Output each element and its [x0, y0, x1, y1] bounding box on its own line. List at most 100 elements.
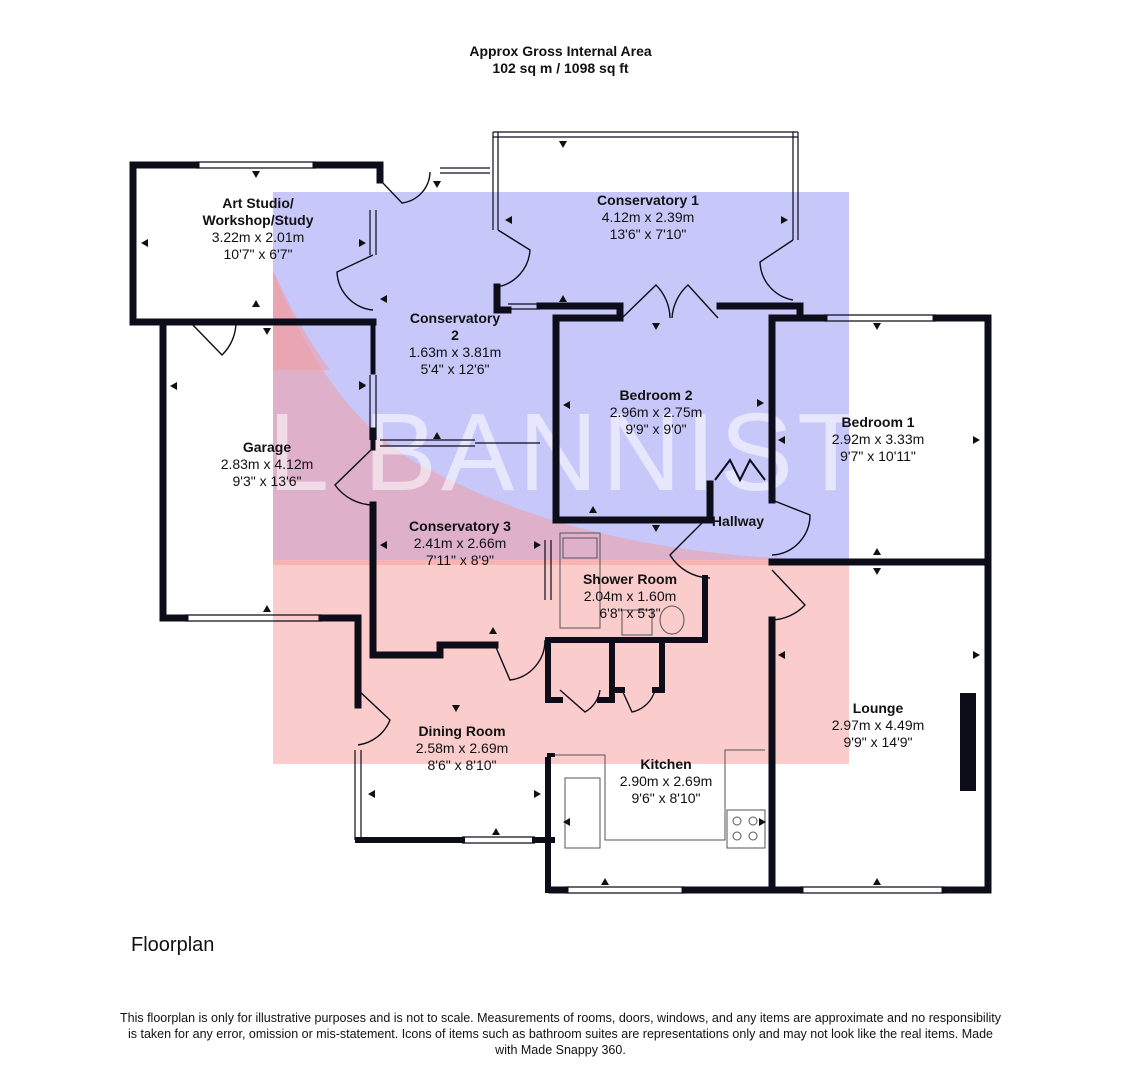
wall-conservatory-3-left	[369, 501, 499, 659]
basin	[621, 609, 653, 636]
door-dining-room	[357, 689, 391, 746]
fixtures	[555, 532, 766, 849]
room-dimension-imperial: 9'6" x 8'10"	[632, 790, 701, 806]
hallway-bifold	[714, 458, 766, 483]
wall-cupboards	[545, 637, 665, 703]
room-name: Conservatory	[410, 310, 500, 326]
watermark-pink-block	[273, 560, 849, 764]
window-conservatory-2-slide	[380, 439, 540, 447]
arrow	[559, 141, 567, 148]
toilet	[659, 605, 685, 635]
area-title: Approx Gross Internal Area	[469, 43, 652, 59]
wall-bedroom-1	[768, 314, 992, 566]
door-art-studio	[189, 321, 237, 356]
door-lounge	[771, 569, 806, 621]
room-dimension-metric: 2.41m x 2.66m	[414, 535, 507, 551]
arrow	[433, 432, 441, 439]
room-dimension-imperial: 6'8" x 5'3"	[599, 605, 660, 621]
room-dimension-imperial: 9'9" x 14'9"	[844, 734, 913, 750]
room-dimension-imperial: 7'11" x 8'9"	[426, 552, 494, 568]
window-conservatory-1-left	[492, 132, 499, 230]
door-shower-room	[669, 519, 711, 579]
window-bedroom-2-left	[508, 303, 540, 310]
room-name: Shower Room	[583, 571, 677, 587]
room-dimension-metric: 2.04m x 1.60m	[584, 588, 677, 604]
room-dimension-metric: 2.83m x 4.12m	[221, 456, 314, 472]
wall-garage-left	[159, 318, 189, 622]
window-lounge	[800, 886, 945, 894]
arrow	[563, 401, 570, 409]
shower-head	[562, 537, 598, 559]
arrow	[452, 705, 460, 712]
room-name: Garage	[243, 439, 291, 455]
arrow	[505, 216, 512, 224]
arrow	[778, 436, 785, 444]
door-bedroom-1	[771, 499, 811, 556]
room-dimension-metric: 4.12m x 2.39m	[602, 209, 695, 225]
arrow	[652, 525, 660, 532]
room-name: Conservatory 1	[597, 192, 699, 208]
arrow	[873, 548, 881, 555]
hob-ring	[732, 816, 742, 826]
window-shower-room	[544, 540, 552, 600]
room-dimension-imperial: 8'6" x 8'10"	[428, 757, 497, 773]
arrow	[534, 790, 541, 798]
room-name: Hallway	[712, 513, 764, 529]
room-dimension-metric: 2.92m x 3.33m	[832, 431, 925, 447]
door-garage	[334, 447, 374, 506]
room-name: Kitchen	[640, 756, 691, 772]
arrow	[534, 541, 541, 549]
arrow	[778, 651, 785, 659]
windows	[185, 131, 945, 894]
arrow	[759, 818, 766, 826]
dimension-arrows	[141, 141, 980, 885]
door-conservatory-1-right	[759, 239, 794, 301]
arrow	[973, 651, 980, 659]
floorplan-label: Floorplan	[131, 934, 215, 956]
room-name: Workshop/Study	[203, 212, 314, 228]
arrow	[973, 436, 980, 444]
door-cupboard-2	[621, 689, 656, 713]
room-dimension-metric: 2.90m x 2.69m	[620, 773, 713, 789]
hob-ring	[748, 816, 758, 826]
window-art-studio	[196, 161, 316, 169]
arrow	[563, 818, 570, 826]
room-name: Conservatory 3	[409, 518, 511, 534]
window-dining-left	[354, 750, 362, 840]
hob-ring	[732, 831, 742, 841]
wall-art-studio	[129, 161, 377, 326]
room-dimension-metric: 2.97m x 4.49m	[832, 717, 925, 733]
wall-shower-room	[545, 575, 708, 643]
arrow	[781, 216, 788, 224]
arrow	[380, 541, 387, 549]
arrow	[380, 295, 387, 303]
walls	[129, 161, 992, 894]
arrow	[141, 239, 148, 247]
lounge-fireplace	[960, 693, 976, 791]
room-name: Dining Room	[418, 723, 505, 739]
shower-tray	[559, 532, 601, 629]
disclaimer-text: This floorplan is only for illustrative …	[120, 1011, 1001, 1057]
window-conservatory-2-side	[369, 375, 377, 440]
room-name: Lounge	[853, 700, 904, 716]
arrow	[433, 181, 441, 188]
kitchen-worktop	[555, 749, 765, 841]
room-name: Bedroom 1	[841, 414, 914, 430]
watermark-pink-sweep	[273, 270, 849, 565]
arrow	[368, 790, 375, 798]
arrow	[359, 382, 366, 390]
room-dimension-imperial: 9'7" x 10'11"	[840, 448, 916, 464]
room-dimension-metric: 2.96m x 2.75m	[610, 404, 703, 420]
room-name: Art Studio/	[222, 195, 294, 211]
room-dimension-metric: 1.63m x 3.81m	[409, 344, 502, 360]
arrow	[589, 506, 597, 513]
arrow	[652, 323, 660, 330]
